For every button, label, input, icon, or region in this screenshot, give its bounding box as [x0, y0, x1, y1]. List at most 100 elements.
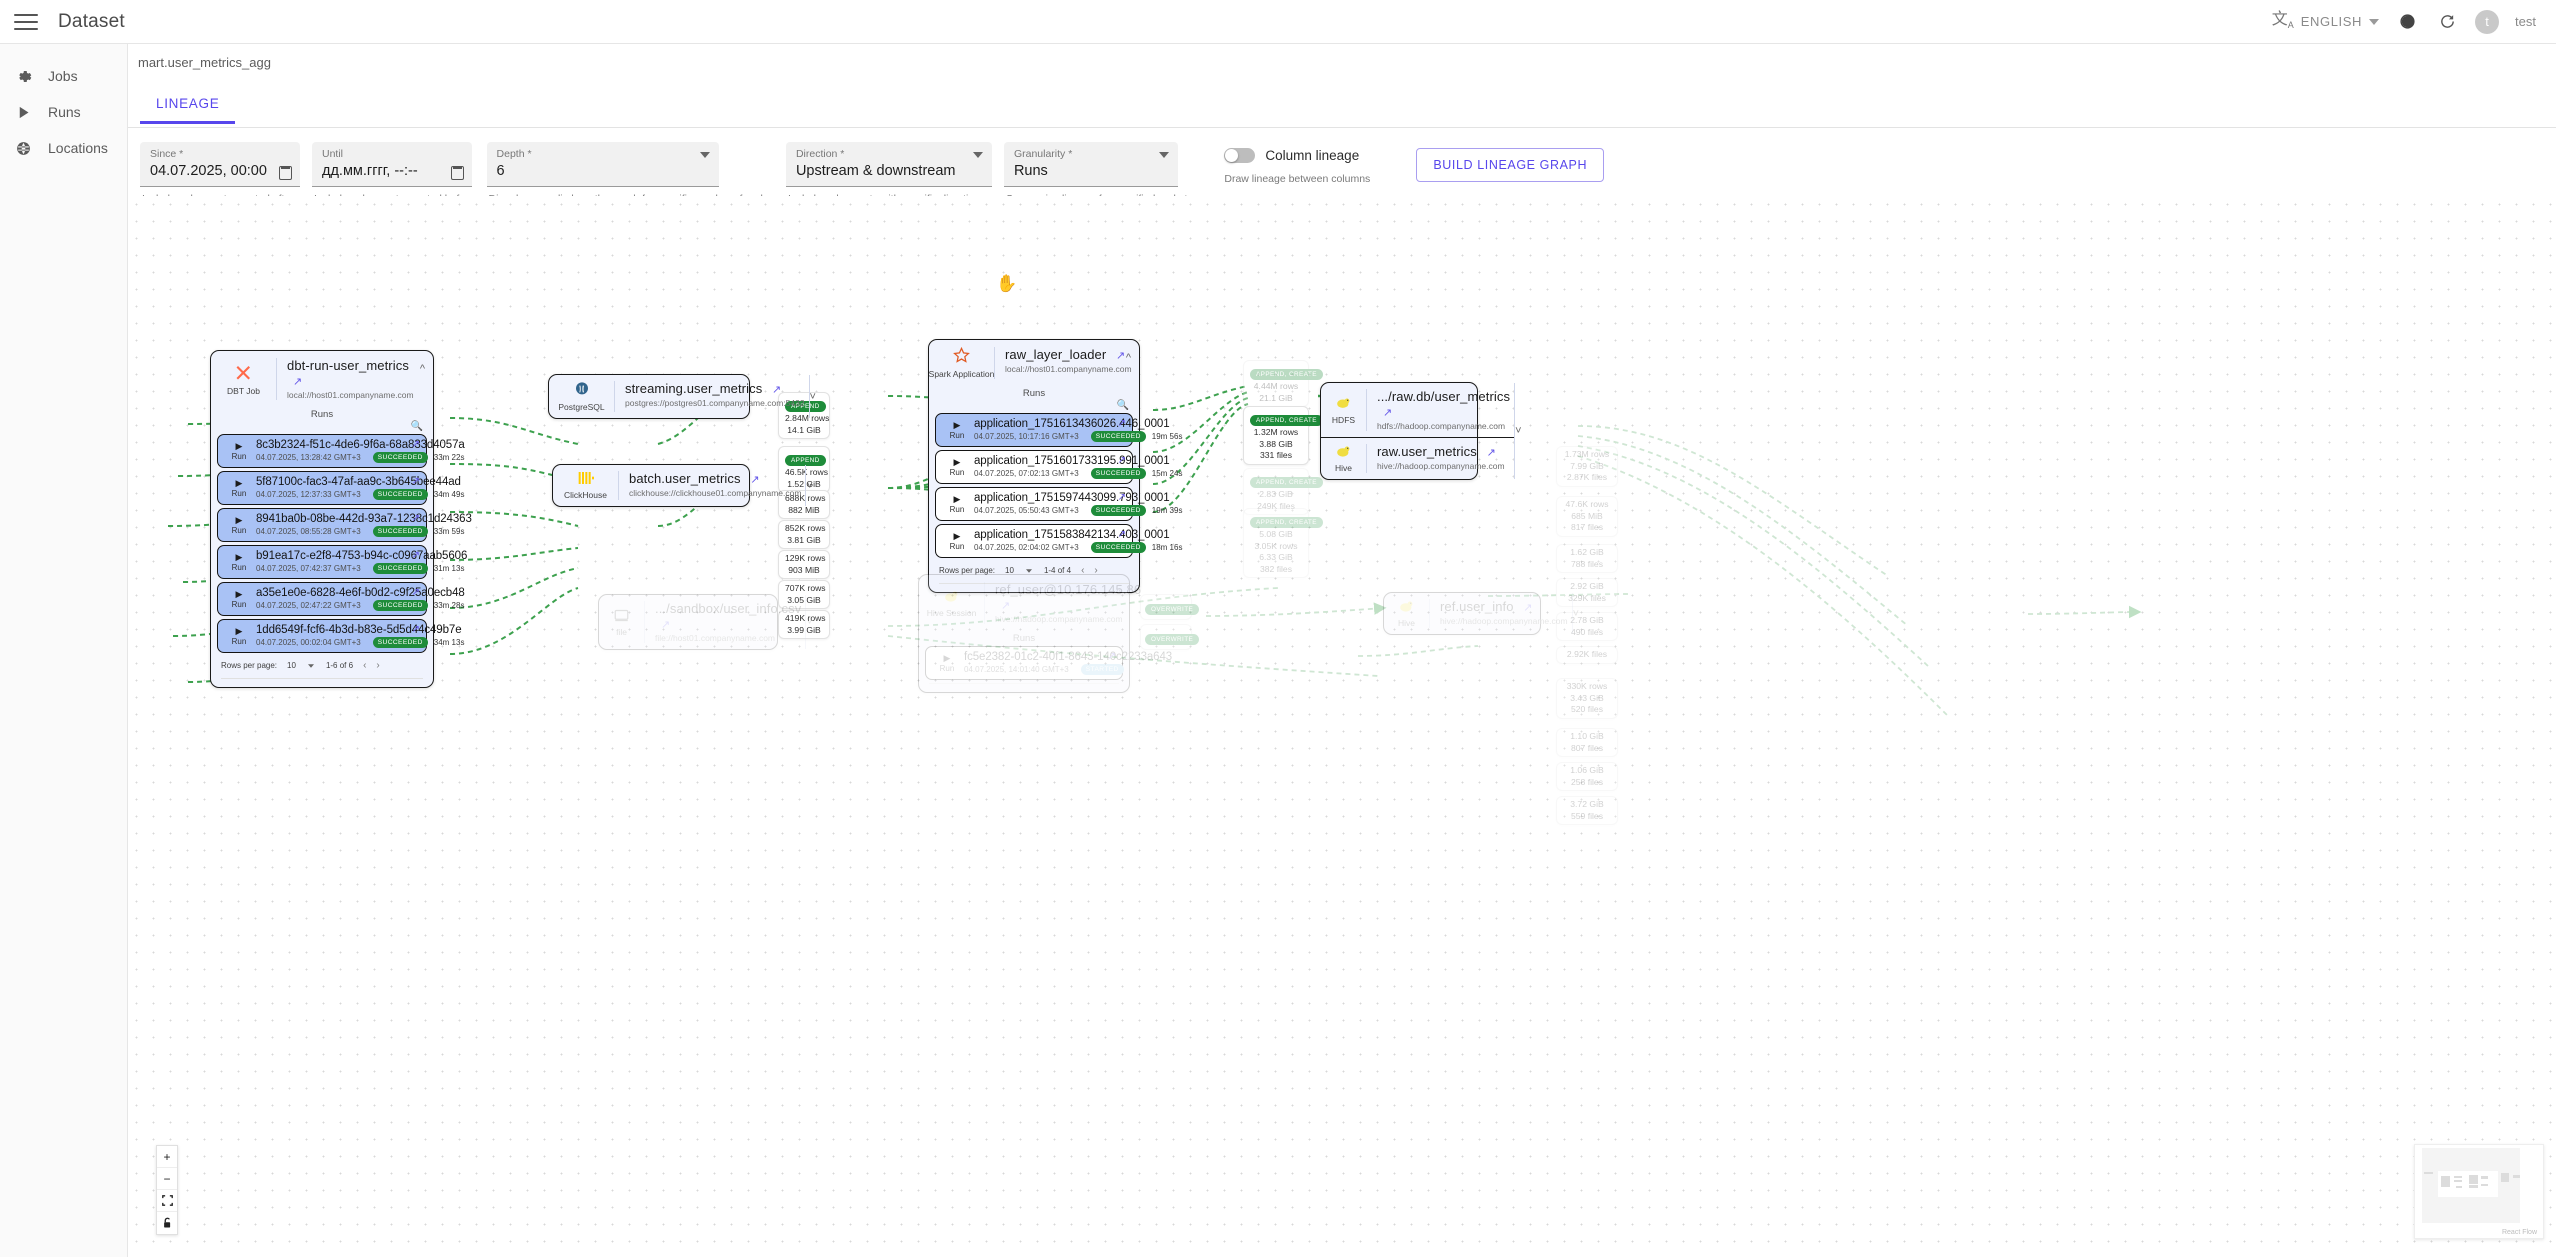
external-link-icon[interactable]: ↗ [1117, 492, 1126, 503]
expand-icon[interactable]: ▶ [953, 456, 961, 467]
run-row[interactable]: ▶Run 5f87100c-fac3-47af-aa9c-3b645bee44a… [217, 471, 464, 505]
node-sandbox-user-info-csv[interactable]: file .../sandbox/user_info.csv ↗ file://… [598, 594, 813, 650]
prev-page-button[interactable]: ‹ [1081, 565, 1085, 576]
search-icon[interactable]: 🔍 [410, 421, 423, 432]
search-icon[interactable]: 🔍 [1116, 400, 1129, 411]
chevron-down-icon[interactable]: ˅ [808, 375, 816, 418]
prev-page-button[interactable]: ‹ [363, 660, 367, 671]
chevron-down-icon[interactable]: ˅ [805, 465, 813, 506]
run-row[interactable]: ▶Run 1dd6549f-fcf6-4b3d-b83e-5d5d44c49b7… [217, 619, 464, 653]
refresh-icon[interactable] [2435, 10, 2459, 34]
expand-icon[interactable]: ▶ [235, 551, 243, 562]
node-hive-session-ref-user[interactable]: Hive Session ref_user@10.176.145.86 ↗ hi… [918, 574, 1172, 693]
expand-icon[interactable]: ▶ [953, 530, 961, 541]
expand-icon[interactable]: ▶ [953, 493, 961, 504]
external-link-icon[interactable]: ↗ [1523, 602, 1533, 614]
minimap[interactable]: React Flow [2414, 1144, 2544, 1239]
chevron-up-icon[interactable]: ^ [1125, 352, 1131, 364]
calendar-icon[interactable] [451, 166, 464, 181]
external-link-icon[interactable]: ↗ [411, 587, 420, 598]
run-row[interactable]: ▶Run 8c3b2324-f51c-4de6-9f6a-68a833d4057… [217, 434, 465, 468]
node-ref-user-info[interactable]: Hive ref.user_info ↗ hive://hadoop.compa… [1383, 592, 1579, 635]
external-link-icon[interactable]: ↗ [411, 439, 420, 450]
external-link-icon[interactable]: ↗ [1383, 407, 1393, 419]
chevron-down-icon[interactable] [307, 663, 314, 668]
rows-per-page-value[interactable]: 10 [287, 661, 296, 670]
run-row[interactable]: ▶Run b91ea17c-e2f8-4753-b94c-c0967aab560… [217, 545, 467, 579]
minimap-viewport[interactable] [2438, 1171, 2498, 1197]
run-row[interactable]: ▶Run application_1751613436026.446_0001 … [935, 413, 1182, 447]
expand-icon[interactable]: ▶ [235, 514, 243, 525]
external-link-icon[interactable]: ↗ [293, 376, 303, 388]
node-raw-layer-loader[interactable]: Spark Application raw_layer_loader ↗ loc… [928, 339, 1182, 593]
next-page-button[interactable]: › [1094, 565, 1098, 576]
run-row[interactable]: ▶Run a35e1e0e-6828-4e6f-b0d2-c9f25a0ecb4… [217, 582, 465, 616]
lock-icon[interactable] [157, 1212, 177, 1234]
expand-icon[interactable]: ▶ [235, 477, 243, 488]
node-row-hdfs[interactable]: HDFS .../raw.db/user_metrics ↗ hdfs://ha… [1321, 383, 1514, 437]
rows-per-page-value[interactable]: 10 [1005, 566, 1014, 575]
run-row[interactable]: ▶Run 8941ba0b-08be-442d-93a7-1238c1d2436… [217, 508, 472, 542]
fit-view-button[interactable] [157, 1190, 177, 1212]
external-link-icon[interactable]: ↗ [1486, 447, 1496, 459]
avatar[interactable]: t [2475, 9, 2500, 34]
run-row[interactable]: ▶Run application_1751597443099.793_0001 … [935, 487, 1182, 521]
chevron-down-icon[interactable] [972, 152, 983, 158]
external-link-icon[interactable]: ↗ [1116, 350, 1126, 362]
tab-lineage[interactable]: LINEAGE [140, 92, 236, 124]
external-link-icon[interactable]: ↗ [772, 384, 782, 396]
node-batch-user-metrics[interactable]: ClickHouse batch.user_metrics ↗ clickhou… [552, 464, 813, 507]
column-lineage-toggle[interactable] [1224, 148, 1256, 163]
chevron-down-icon[interactable] [1158, 152, 1169, 158]
since-input[interactable]: Since * 04.07.2025, 00:00 [140, 142, 300, 188]
chevron-up-icon[interactable]: ^ [1115, 587, 1121, 599]
chevron-down-icon[interactable] [1025, 568, 1032, 573]
next-page-button[interactable]: › [376, 660, 380, 671]
node-dbt-run-user-metrics[interactable]: DBT Job dbt-run-user_metrics ↗ local://h… [210, 350, 472, 688]
hamburger-icon[interactable] [14, 11, 44, 33]
expand-icon[interactable]: ▶ [235, 625, 243, 636]
zoom-out-button[interactable]: − [157, 1168, 177, 1190]
external-link-icon[interactable]: ↗ [1117, 455, 1126, 466]
external-link-icon[interactable]: ↗ [411, 624, 420, 635]
until-input[interactable]: Until дд.мм.гггг, --:-- [312, 142, 472, 188]
external-link-icon[interactable]: ↗ [411, 513, 420, 524]
sidebar-item-runs[interactable]: Runs [0, 94, 127, 130]
run-row[interactable]: ▶Run fc5e2382-01c2-40f1-8643-140c2233a64… [925, 646, 1172, 680]
expand-icon[interactable]: ▶ [235, 588, 243, 599]
external-link-icon[interactable]: ↗ [411, 550, 420, 561]
zoom-in-button[interactable]: + [157, 1146, 177, 1168]
node-title-text: raw.user_metrics [1377, 444, 1477, 459]
chevron-down-icon[interactable]: ˅ [805, 595, 813, 649]
calendar-icon[interactable] [279, 166, 292, 181]
expand-icon[interactable]: ▶ [943, 652, 951, 663]
node-row-hive[interactable]: Hive raw.user_metrics ↗ hive://hadoop.co… [1321, 437, 1515, 479]
direction-select[interactable]: Direction * Upstream & downstream [785, 142, 992, 188]
chevron-up-icon[interactable]: ^ [419, 363, 425, 375]
node-streaming-user-metrics[interactable]: PostgreSQL streaming.user_metrics ↗ post… [548, 374, 816, 419]
chevron-down-icon[interactable] [699, 152, 710, 158]
run-row[interactable]: ▶Run application_1751583842134.403_0001 … [935, 524, 1182, 558]
expand-icon[interactable]: ▶ [953, 419, 961, 430]
node-raw-db-stack[interactable]: HDFS .../raw.db/user_metrics ↗ hdfs://ha… [1320, 382, 1522, 480]
chevron-down-icon[interactable]: ˅ [1571, 593, 1579, 634]
depth-select[interactable]: Depth * 6 [486, 142, 719, 188]
lineage-canvas[interactable]: ✋ DBT Job dbt-run-user_metrics ↗ local:/… [128, 196, 2556, 1257]
run-row[interactable]: ▶Run application_1751601733195.991_0001 … [935, 450, 1182, 484]
external-link-icon[interactable]: ↗ [1107, 651, 1116, 662]
sidebar-item-jobs[interactable]: Jobs [0, 58, 127, 94]
run-timestamp: 04.07.2025, 07:02:13 GMT+3 [974, 469, 1079, 478]
granularity-select[interactable]: Granularity * Runs [1003, 142, 1178, 188]
chevron-down-icon[interactable]: ˅ [1514, 383, 1522, 479]
external-link-icon[interactable]: ↗ [411, 476, 420, 487]
external-link-icon[interactable]: ↗ [750, 474, 760, 486]
build-lineage-graph-button[interactable]: BUILD LINEAGE GRAPH [1416, 148, 1605, 182]
dark-mode-icon[interactable] [2395, 10, 2419, 34]
language-selector[interactable]: 文A ENGLISH [2272, 12, 2380, 30]
external-link-icon[interactable]: ↗ [1117, 529, 1126, 540]
expand-icon[interactable]: ▶ [235, 440, 243, 451]
external-link-icon[interactable]: ↗ [1001, 600, 1011, 612]
external-link-icon[interactable]: ↗ [661, 619, 671, 631]
external-link-icon[interactable]: ↗ [1117, 418, 1126, 429]
sidebar-item-locations[interactable]: Locations [0, 130, 127, 166]
